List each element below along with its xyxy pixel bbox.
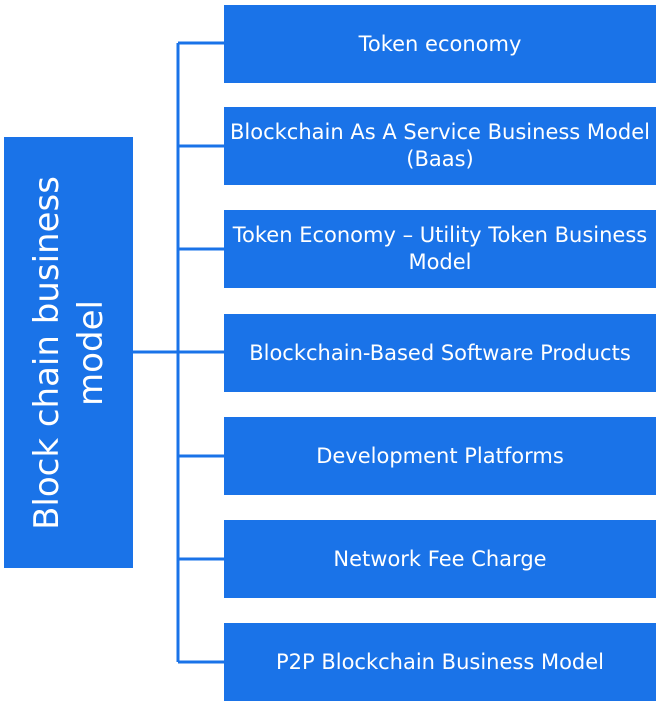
- branch-node-baas: Blockchain As A Service Business Model (…: [224, 107, 656, 185]
- branch-node-development-platforms: Development Platforms: [224, 417, 656, 495]
- branch-node-label: Blockchain As A Service Business Model (…: [230, 120, 650, 171]
- branch-node-label: Blockchain-Based Software Products: [249, 340, 631, 365]
- branch-node-label: Network Fee Charge: [333, 546, 547, 571]
- branch-node-token-economy: Token economy: [224, 5, 656, 83]
- branch-node-label: P2P Blockchain Business Model: [275, 649, 605, 674]
- branch-node-p2p: P2P Blockchain Business Model: [224, 623, 656, 701]
- branch-node-label: Development Platforms: [316, 443, 564, 468]
- branch-node-label: Token economy: [358, 31, 522, 56]
- branch-node-software-products: Blockchain-Based Software Products: [224, 314, 656, 392]
- branch-node-utility-token: Token Economy – Utility Token Business M…: [224, 210, 656, 288]
- branch-node-network-fee: Network Fee Charge: [224, 520, 656, 598]
- branch-node-label: Token Economy – Utility Token Business M…: [232, 223, 648, 274]
